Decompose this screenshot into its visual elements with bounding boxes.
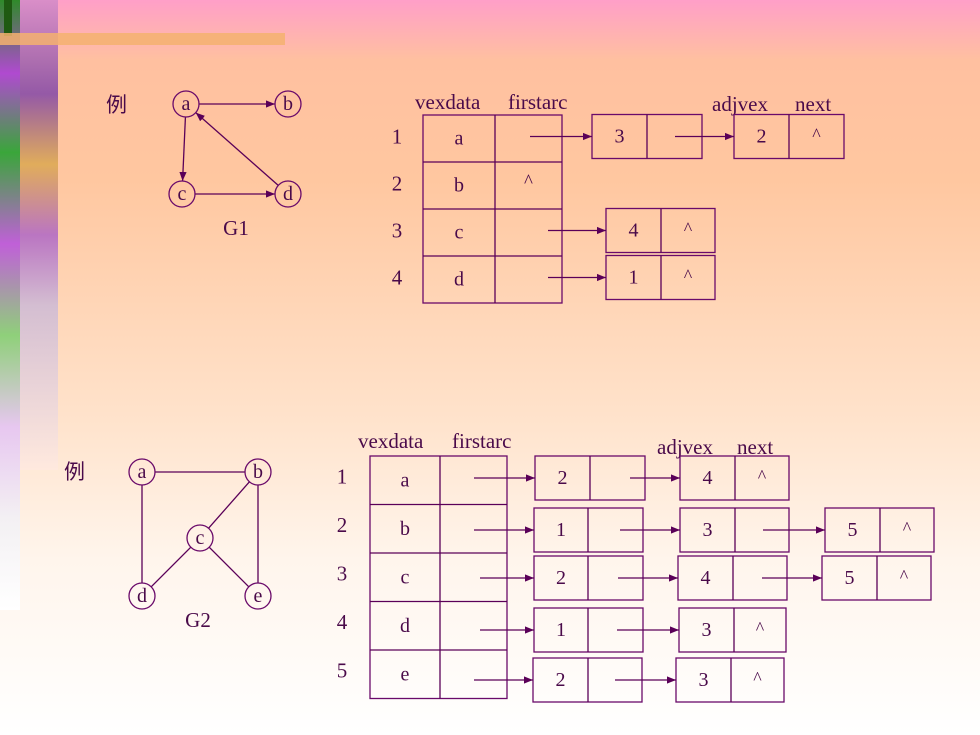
g1-next-null: ^ — [684, 219, 693, 239]
g2-edge-b-c — [208, 481, 250, 529]
g2-row-index-2: 2 — [337, 513, 348, 537]
g2-adjvex-value: 5 — [848, 519, 858, 541]
g2-edge-c-e — [208, 546, 250, 588]
g1-edge-d-a — [195, 112, 279, 186]
g2-node-label-a: a — [138, 461, 147, 483]
g2-node-label-b: b — [253, 461, 263, 483]
g1-row-index-3: 3 — [392, 219, 403, 243]
g1-header-vexdata: vexdata — [415, 90, 481, 114]
g2-row-index-1: 1 — [337, 464, 348, 488]
g1-node-label-c: c — [178, 183, 187, 205]
g2-adjvex-value: 3 — [699, 669, 709, 691]
g2-header-vexdata: vexdata — [358, 429, 424, 453]
g2-node-b — [244, 458, 272, 486]
g2-node-label-c: c — [196, 527, 205, 549]
g2-adjvex-value: 3 — [703, 519, 713, 541]
g1-adjvex-value: 3 — [615, 126, 625, 148]
g1-node-label-b: b — [283, 93, 293, 115]
g1-row-index-4: 4 — [392, 266, 403, 290]
g2-node-a — [128, 458, 156, 486]
g1-adjvex-value: 2 — [757, 126, 767, 148]
g2-node-label-d: d — [137, 585, 147, 607]
g2-vexdata-d: d — [400, 615, 410, 637]
g1-node-c — [168, 180, 196, 208]
decorative-side-strip — [0, 0, 58, 610]
g1-next-null: ^ — [684, 266, 693, 286]
g2-row-index-3: 3 — [337, 561, 348, 585]
g2-caption: G2 — [185, 608, 211, 632]
g2-header-adjvex: adjvex — [657, 435, 713, 459]
g2-next-null: ^ — [758, 466, 767, 486]
g1-node-a — [172, 90, 200, 118]
g2-arc-node — [678, 607, 787, 653]
g2-head-table-border — [369, 455, 508, 700]
g2-row-index-4: 4 — [337, 610, 348, 634]
g1-vexdata-b: b — [454, 175, 464, 197]
g1-vexdata-d: d — [454, 269, 464, 291]
g1-caption: G1 — [223, 216, 249, 240]
g2-next-null: ^ — [753, 668, 762, 688]
g2-adjvex-value: 4 — [703, 467, 713, 489]
g1-adjvex-value: 1 — [629, 267, 639, 289]
g1-header-adjvex: adjvex — [712, 92, 768, 116]
g1-node-label-a: a — [182, 93, 191, 115]
g2-node-d — [128, 582, 156, 610]
g1-header-firstarc: firstarc — [508, 90, 567, 114]
g1-header-next: next — [795, 92, 831, 116]
g2-row-index-5: 5 — [337, 658, 348, 682]
g1-vexdata-c: c — [455, 222, 464, 244]
g2-adjvex-value: 2 — [556, 567, 566, 589]
g2-vexdata-e: e — [401, 663, 410, 685]
g1-vexdata-a: a — [455, 128, 464, 150]
g2-node-label-e: e — [254, 585, 263, 607]
g1-node-b — [274, 90, 302, 118]
g2-edge-c-d — [150, 546, 192, 588]
g2-vexdata-b: b — [400, 518, 410, 540]
g1-firstarc-null: ^ — [524, 171, 533, 192]
g2-header-firstarc: firstarc — [452, 429, 511, 453]
g2-vexdata-a: a — [401, 469, 410, 491]
g2-adjvex-value: 5 — [845, 567, 855, 589]
g1-next-null: ^ — [812, 125, 821, 145]
g2-adjvex-value: 2 — [558, 467, 568, 489]
g2-node-c — [186, 524, 214, 552]
g2-node-e — [244, 582, 272, 610]
g2-vexdata-c: c — [401, 566, 410, 588]
g2-example-label: 例 — [64, 460, 85, 484]
g1-adjacency-list: vexdata firstarc adjvex next 1 a 3 2 ^ 2 b ^ 3 c 4 ^ 4 d 1… — [392, 90, 845, 304]
g2-adjacency-list: vexdata firstarc adjvex next 1 a 2 4 ^ 2 b 1 3 5 ^ 3 c 2 4… — [337, 429, 935, 703]
g1-row-index-2: 2 — [392, 172, 403, 196]
g2-adjvex-value: 1 — [556, 519, 566, 541]
g1-node-d — [274, 180, 302, 208]
g1-adjvex-value: 4 — [629, 220, 639, 242]
g2-next-null: ^ — [903, 518, 912, 538]
g2-adjvex-value: 1 — [556, 619, 566, 641]
g1-row-index-1: 1 — [392, 125, 403, 149]
g1-edge-a-c — [179, 116, 187, 182]
g2-arc-node — [675, 657, 785, 703]
g1-example-label: 例 — [106, 93, 127, 117]
g2-graph: 例 a b c d eG2 — [64, 458, 272, 632]
g2-adjvex-value: 4 — [701, 567, 711, 589]
decorative-top-bar — [0, 33, 285, 45]
g2-adjvex-value: 2 — [556, 669, 566, 691]
g2-next-null: ^ — [756, 618, 765, 638]
g1-node-label-d: d — [283, 183, 293, 205]
g1-graph: 例 a b c dG1 — [106, 90, 302, 240]
g2-header-next: next — [737, 435, 773, 459]
g2-adjvex-value: 3 — [702, 619, 712, 641]
g2-next-null: ^ — [900, 566, 909, 586]
